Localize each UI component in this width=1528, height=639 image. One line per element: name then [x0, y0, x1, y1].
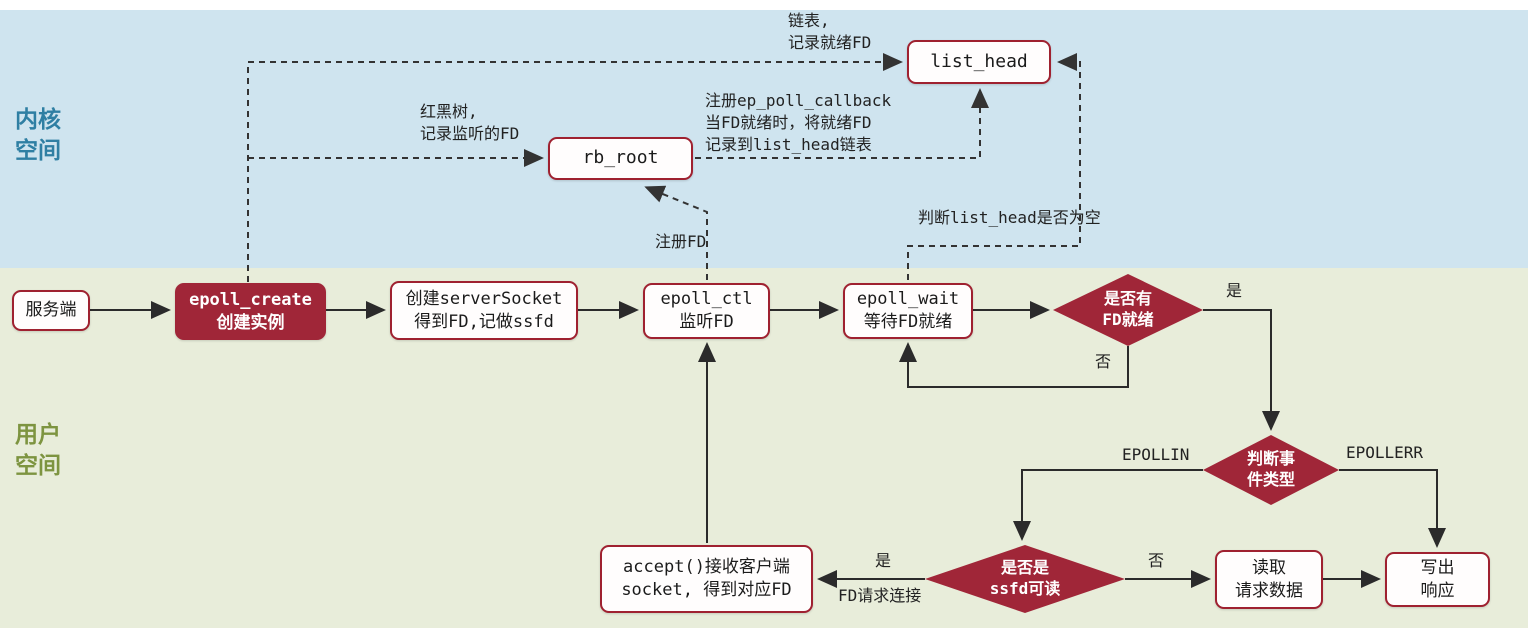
kernel-space-label: 内核 空间 — [15, 105, 61, 167]
note-linked-list-line1: 链表, — [788, 11, 830, 30]
dashed-epollcreate-to-listhead — [247, 53, 903, 282]
arrow-fdready-no-loop — [899, 342, 1129, 388]
event-type-line1: 判断事 — [1246, 449, 1295, 469]
note-check-listhead: 判断list_head是否为空 — [918, 208, 1101, 227]
label-register-fd: 注册FD — [655, 232, 707, 251]
node-epoll-wait: epoll_wait 等待FD就绪 — [843, 283, 973, 339]
arrow-eventtype-epollerr — [1339, 469, 1446, 548]
accept-line1: accept()接收客户端 — [623, 557, 790, 578]
kernel-space-band — [0, 10, 1528, 268]
ssfd-readable-line2: ssfd可读 — [989, 579, 1061, 598]
node-accept: accept()接收客户端 socket, 得到对应FD — [600, 545, 813, 613]
dashed-epollwait-check-listhead — [907, 53, 1081, 280]
write-response-line2: 响应 — [1420, 580, 1455, 601]
epoll-create-line2: 创建实例 — [216, 312, 285, 333]
edge-label-epollerr: EPOLLERR — [1346, 443, 1424, 462]
epoll-ctl-line1: epoll_ctl — [660, 289, 753, 310]
arrow-eventtype-epollin — [1013, 469, 1203, 541]
node-list-head: list_head — [907, 40, 1051, 84]
accept-line2: socket, 得到对应FD — [621, 580, 792, 600]
note-callback-line3: 记录到list_head链表 — [705, 135, 872, 154]
kernel-space-label-line2: 空间 — [15, 138, 61, 165]
epoll-wait-line2: 等待FD就绪 — [863, 312, 953, 332]
server-label: 服务端 — [25, 300, 77, 321]
read-data-line1: 读取 — [1252, 557, 1286, 578]
read-data-line2: 请求数据 — [1235, 580, 1303, 601]
epoll-ctl-line2: 监听FD — [679, 312, 734, 332]
epoll-create-line1: epoll_create — [189, 289, 312, 310]
note-callback-line2: 当FD就绪时，将就绪FD — [705, 113, 872, 132]
user-space-label: 用户 空间 — [15, 420, 61, 482]
node-write-response: 写出 响应 — [1385, 552, 1490, 607]
note-rb-tree-line2: 记录监听的FD — [420, 124, 520, 143]
note-callback: 注册ep_poll_callback 当FD就绪时，将就绪FD 记录到list_… — [705, 90, 891, 156]
user-space-label-line2: 空间 — [15, 453, 61, 480]
edge-label-no-fd: 否 — [1095, 352, 1112, 371]
create-socket-line1: 创建serverSocket — [405, 288, 563, 309]
edge-label-no-ssfd: 否 — [1148, 551, 1165, 570]
node-create-socket: 创建serverSocket 得到FD,记做ssfd — [390, 281, 578, 340]
note-linked-list: 链表, 记录就绪FD — [788, 10, 871, 54]
epoll-wait-line1: epoll_wait — [856, 289, 960, 310]
list-head-label: list_head — [930, 50, 1028, 72]
node-rb-root: rb_root — [548, 137, 693, 180]
edge-label-yes-fd: 是 — [1226, 281, 1243, 300]
note-rb-tree-line1: 红黑树, — [420, 102, 478, 121]
arrow-fdready-yes-to-eventtype — [1203, 309, 1280, 431]
create-socket-line2: 得到FD,记做ssfd — [414, 311, 554, 332]
edge-label-epollin: EPOLLIN — [1122, 445, 1190, 464]
write-response-line1: 写出 — [1420, 557, 1455, 578]
node-epoll-ctl: epoll_ctl 监听FD — [643, 283, 770, 339]
edge-label-yes-ssfd: 是 — [875, 551, 892, 570]
node-read-data: 读取 请求数据 — [1215, 550, 1323, 609]
event-type-line2: 件类型 — [1246, 470, 1295, 489]
note-callback-line1: 注册ep_poll_callback — [705, 91, 892, 110]
kernel-space-label-line1: 内核 — [15, 107, 61, 133]
fd-ready-line2: FD就绪 — [1102, 310, 1154, 329]
note-rb-tree: 红黑树, 记录监听的FD — [420, 101, 519, 145]
fd-ready-line1: 是否有 — [1103, 289, 1152, 309]
note-linked-list-line2: 记录就绪FD — [788, 33, 872, 52]
node-epoll-create: epoll_create 创建实例 — [175, 283, 326, 340]
edge-label-fd-connect: FD请求连接 — [838, 586, 922, 605]
node-server: 服务端 — [12, 290, 90, 331]
user-space-label-line1: 用户 — [15, 422, 61, 448]
ssfd-readable-line1: 是否是 — [1000, 558, 1049, 578]
rb-root-label: rb_root — [582, 147, 659, 169]
dashed-epollctl-register-fd — [644, 185, 708, 280]
